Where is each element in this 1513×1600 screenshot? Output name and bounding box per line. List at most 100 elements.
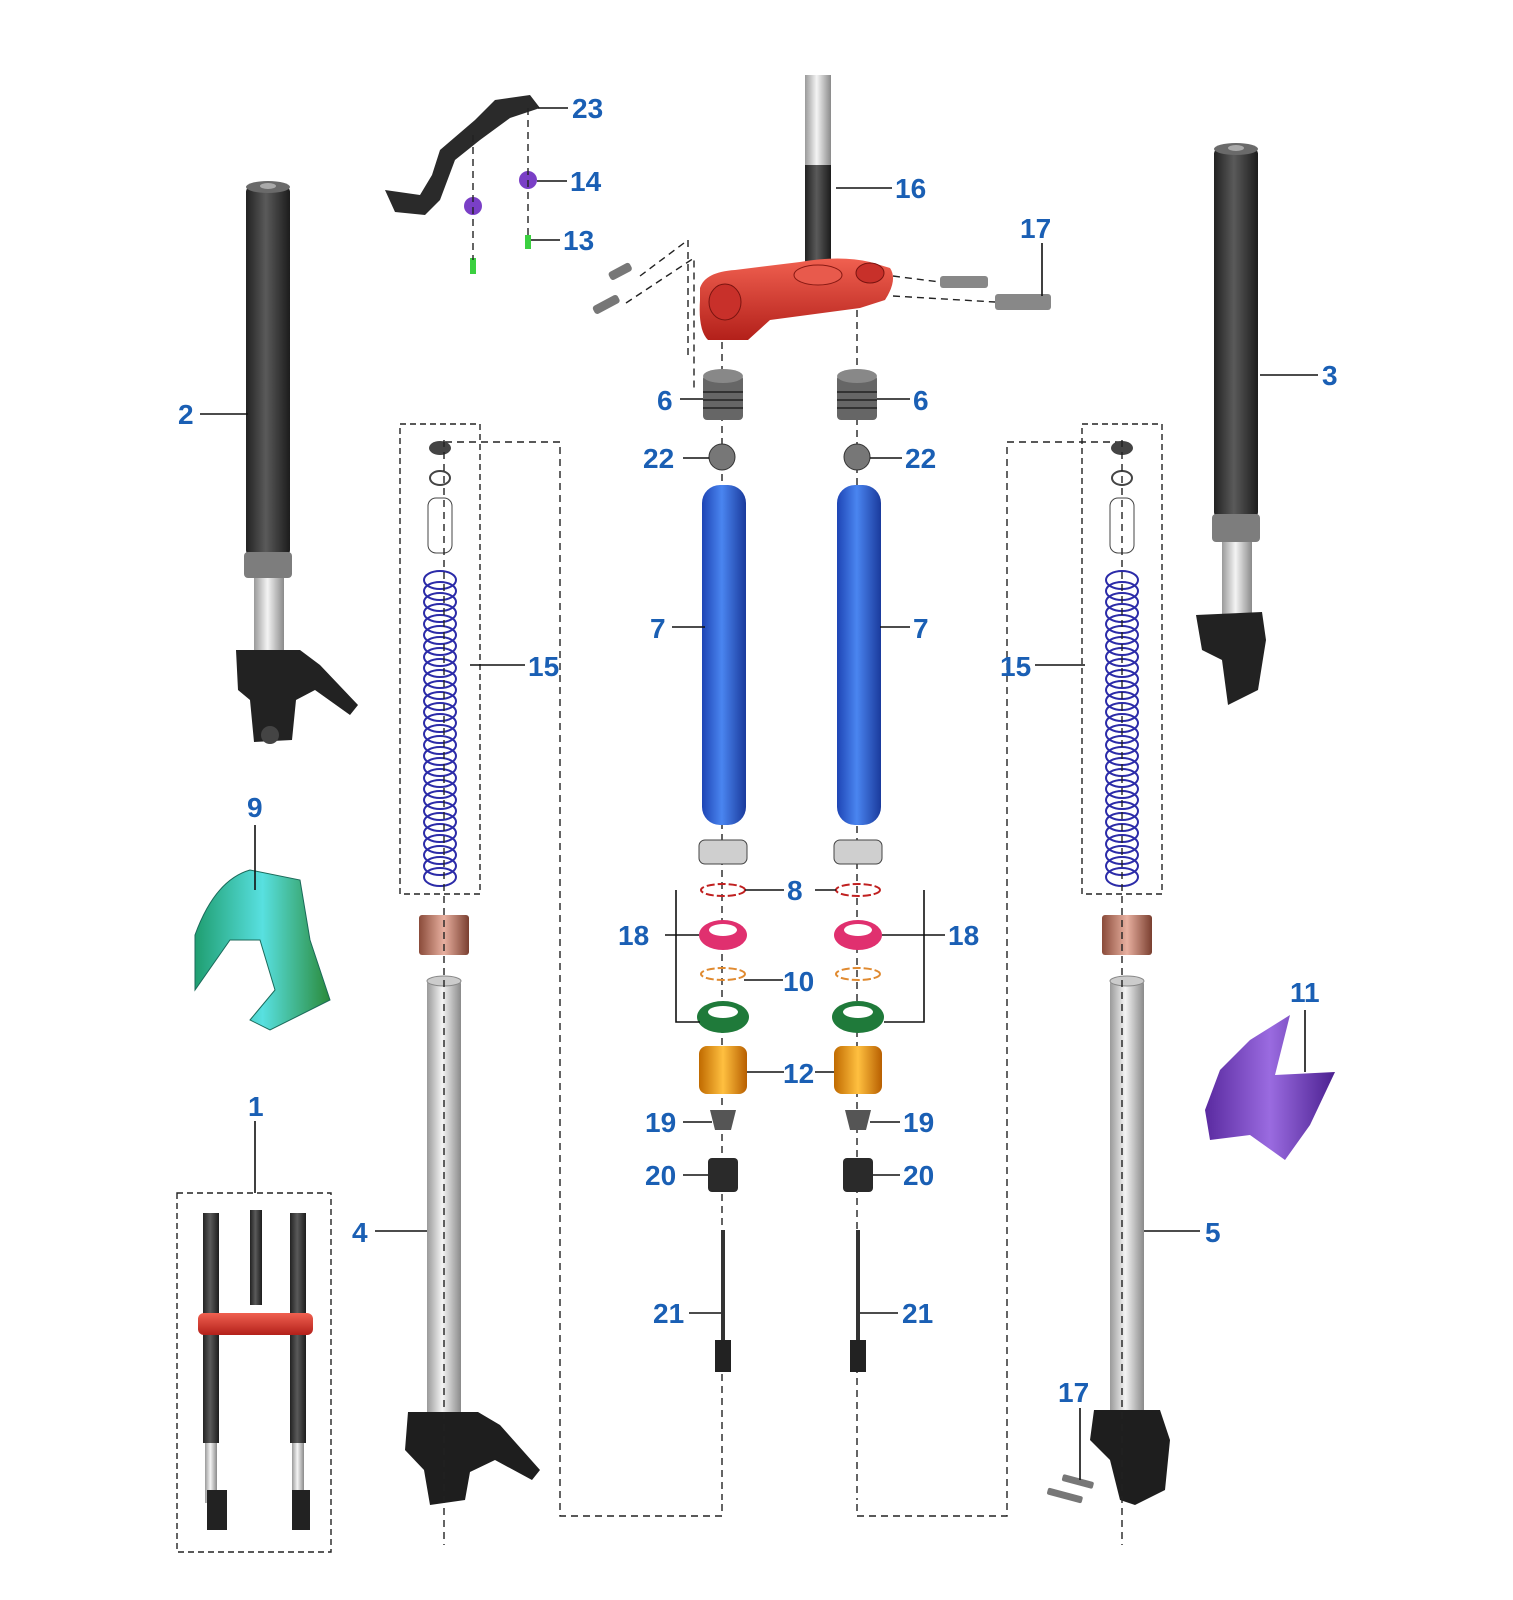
spring-coil	[423, 823, 457, 843]
screw-part-13-a[interactable]	[470, 258, 476, 274]
complete-fork-assembly-part-1[interactable]	[176, 1192, 332, 1553]
spring-coil	[423, 625, 457, 645]
washer-right-part-10[interactable]	[835, 967, 881, 981]
callout-19-right: 19	[903, 1107, 934, 1138]
callout-10: 10	[783, 966, 814, 997]
callout-18-right: 18	[948, 920, 979, 951]
brake-hose-guide-part-9[interactable]	[194, 869, 331, 1031]
leader-lines	[200, 107, 1318, 1480]
bushing-right-part-12[interactable]	[834, 1046, 882, 1094]
slide-bush-right[interactable]	[833, 839, 883, 865]
callout-21-right: 21	[902, 1298, 933, 1329]
washer-left-part-22[interactable]	[708, 443, 736, 471]
callout-20-right: 20	[903, 1160, 934, 1191]
left-spring-kit-part-15[interactable]	[399, 423, 723, 1517]
callout-22-right: 22	[905, 443, 936, 474]
callout-16: 16	[895, 173, 926, 204]
spring-coil	[423, 746, 457, 766]
right-fork-leg-part-3[interactable]	[1196, 143, 1266, 705]
callout-11: 11	[1290, 977, 1320, 1008]
steering-stem-part-16[interactable]	[805, 75, 831, 275]
nut-left-part-19[interactable]	[710, 1110, 736, 1130]
spacer-tube-right-part-7[interactable]	[837, 485, 881, 825]
oil-seal-left-part-18[interactable]	[699, 920, 747, 950]
callout-5: 5	[1205, 1217, 1221, 1248]
spring-coil	[423, 691, 457, 711]
oil-seal-right-part-18[interactable]	[834, 920, 882, 950]
screw-part-13-b[interactable]	[525, 235, 531, 249]
damper-rod-left-part-21[interactable]	[715, 1230, 731, 1372]
callout-18-left: 18	[618, 920, 649, 951]
clamp-bolts[interactable]	[592, 238, 695, 388]
left-fork-leg-part-2[interactable]	[236, 181, 358, 744]
spring-coil	[423, 636, 457, 656]
callout-15-left: 15	[528, 651, 559, 682]
spring-coil	[423, 570, 457, 590]
right-outer-tube-part-5[interactable]	[1090, 915, 1170, 1505]
callout-14: 14	[570, 166, 602, 197]
fork-cap-right-part-6[interactable]	[837, 369, 877, 420]
callout-2: 2	[178, 399, 194, 430]
spring-coil	[423, 779, 457, 799]
grommet-part-14-a[interactable]	[464, 197, 482, 215]
bolt-part-17-lower[interactable]	[1047, 1474, 1095, 1504]
callout-6-right: 6	[913, 385, 929, 416]
triple-clamp[interactable]	[699, 258, 894, 341]
spring-coil	[423, 581, 457, 601]
spring-coil	[423, 614, 457, 634]
spring-coil	[423, 845, 457, 865]
spacer-tube-left-part-7[interactable]	[702, 485, 746, 825]
spring-coil	[423, 812, 457, 832]
slide-bush-left[interactable]	[698, 839, 748, 865]
bolt-right-part-20[interactable]	[843, 1158, 873, 1192]
damper-rod-right-part-21[interactable]	[850, 1230, 866, 1372]
spring-coil	[423, 592, 457, 612]
bolt-left-part-20[interactable]	[708, 1158, 738, 1192]
washer-left-part-10[interactable]	[700, 967, 746, 981]
left-outer-tube-part-4[interactable]	[405, 915, 540, 1505]
callout-7-right: 7	[913, 613, 929, 644]
callout-12: 12	[783, 1058, 814, 1089]
washer-right-part-22[interactable]	[843, 443, 871, 471]
spring-coil	[423, 801, 457, 821]
callout-6-left: 6	[657, 385, 673, 416]
callout-13: 13	[563, 225, 594, 256]
spring-coil	[423, 834, 457, 854]
bushing-left-part-12[interactable]	[699, 1046, 747, 1094]
callout-7-left: 7	[650, 613, 666, 644]
spring-coil	[423, 713, 457, 733]
callout-21-left: 21	[653, 1298, 684, 1329]
spring-coil	[423, 702, 457, 722]
spring-coil	[423, 768, 457, 788]
spring-coil	[423, 757, 457, 777]
spring-coil	[423, 647, 457, 667]
bolt-part-17-upper[interactable]	[892, 275, 1051, 310]
callout-15-right: 15	[1000, 651, 1031, 682]
callout-17-lower: 17	[1058, 1377, 1089, 1408]
callout-1: 1	[248, 1091, 264, 1122]
bracket-part-23[interactable]	[385, 95, 540, 215]
callout-20-left: 20	[645, 1160, 676, 1191]
clip-right-part-8[interactable]	[835, 883, 881, 897]
callout-8: 8	[787, 875, 803, 906]
spring-coil	[423, 669, 457, 689]
callout-23: 23	[572, 93, 603, 124]
spring-coil	[423, 603, 457, 623]
nut-right-part-19[interactable]	[845, 1110, 871, 1130]
clip-left-part-8[interactable]	[700, 883, 746, 897]
dust-seal-right[interactable]	[832, 1001, 884, 1033]
callout-3: 3	[1322, 360, 1338, 391]
callout-labels: 1 2 3 4 5 6 6 7 7 8 9 10 11 12 13 14 15 …	[178, 93, 1338, 1408]
spring-coil	[423, 658, 457, 678]
callout-22-left: 22	[643, 443, 674, 474]
dust-seal-left[interactable]	[697, 1001, 749, 1033]
spring-coil	[423, 680, 457, 700]
fork-cap-left-part-6[interactable]	[703, 369, 743, 420]
spring-coil	[423, 790, 457, 810]
fender-bracket-part-11[interactable]	[1205, 1015, 1335, 1160]
callout-17-upper: 17	[1020, 213, 1051, 244]
spring-coil	[423, 867, 457, 887]
spring-coil	[423, 856, 457, 876]
callout-4: 4	[352, 1217, 368, 1248]
